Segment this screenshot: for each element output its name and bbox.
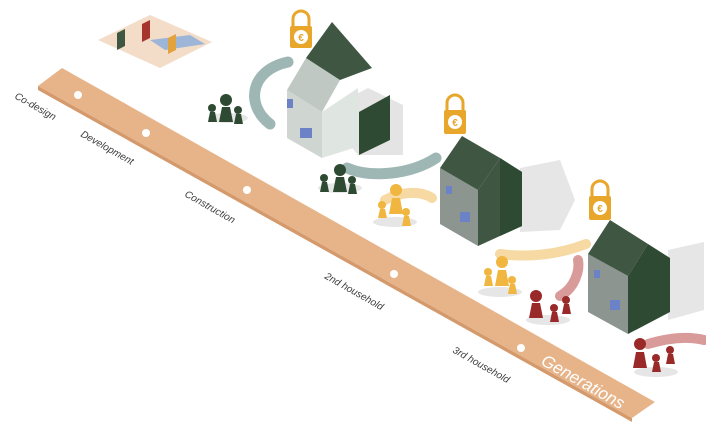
yellow-arrow — [495, 239, 591, 261]
svg-text:€: € — [298, 33, 304, 44]
house-icon — [287, 22, 403, 158]
yellow-arrow — [380, 188, 437, 205]
euro-lock-icon: € — [444, 93, 466, 134]
svg-text:€: € — [597, 204, 603, 215]
people-group-icon — [478, 256, 522, 297]
stage-labels: Co-design Development Construction 2nd h… — [13, 91, 512, 386]
people-group-icon — [208, 94, 248, 124]
floor-plan-icon — [98, 15, 212, 68]
timeline-dot — [390, 270, 398, 278]
teal-arrows — [249, 56, 442, 180]
house-icon — [588, 220, 704, 334]
people-group-icon — [633, 338, 678, 377]
timeline-dot — [517, 344, 525, 352]
timeline-dot — [142, 129, 150, 137]
red-arrow — [555, 255, 584, 301]
stage-label-3rd-household: 3rd household — [451, 345, 512, 386]
euro-lock-icon: € — [290, 9, 312, 48]
people-group-icon — [373, 184, 417, 227]
people-group-icon — [526, 290, 571, 325]
svg-text:€: € — [452, 118, 458, 129]
timeline-dot — [243, 186, 251, 194]
timeline-dot — [74, 91, 82, 99]
people-group-icon — [318, 164, 362, 194]
euro-lock-icon: € — [589, 179, 611, 220]
red-arrow — [643, 332, 706, 349]
house-icon — [440, 136, 575, 246]
